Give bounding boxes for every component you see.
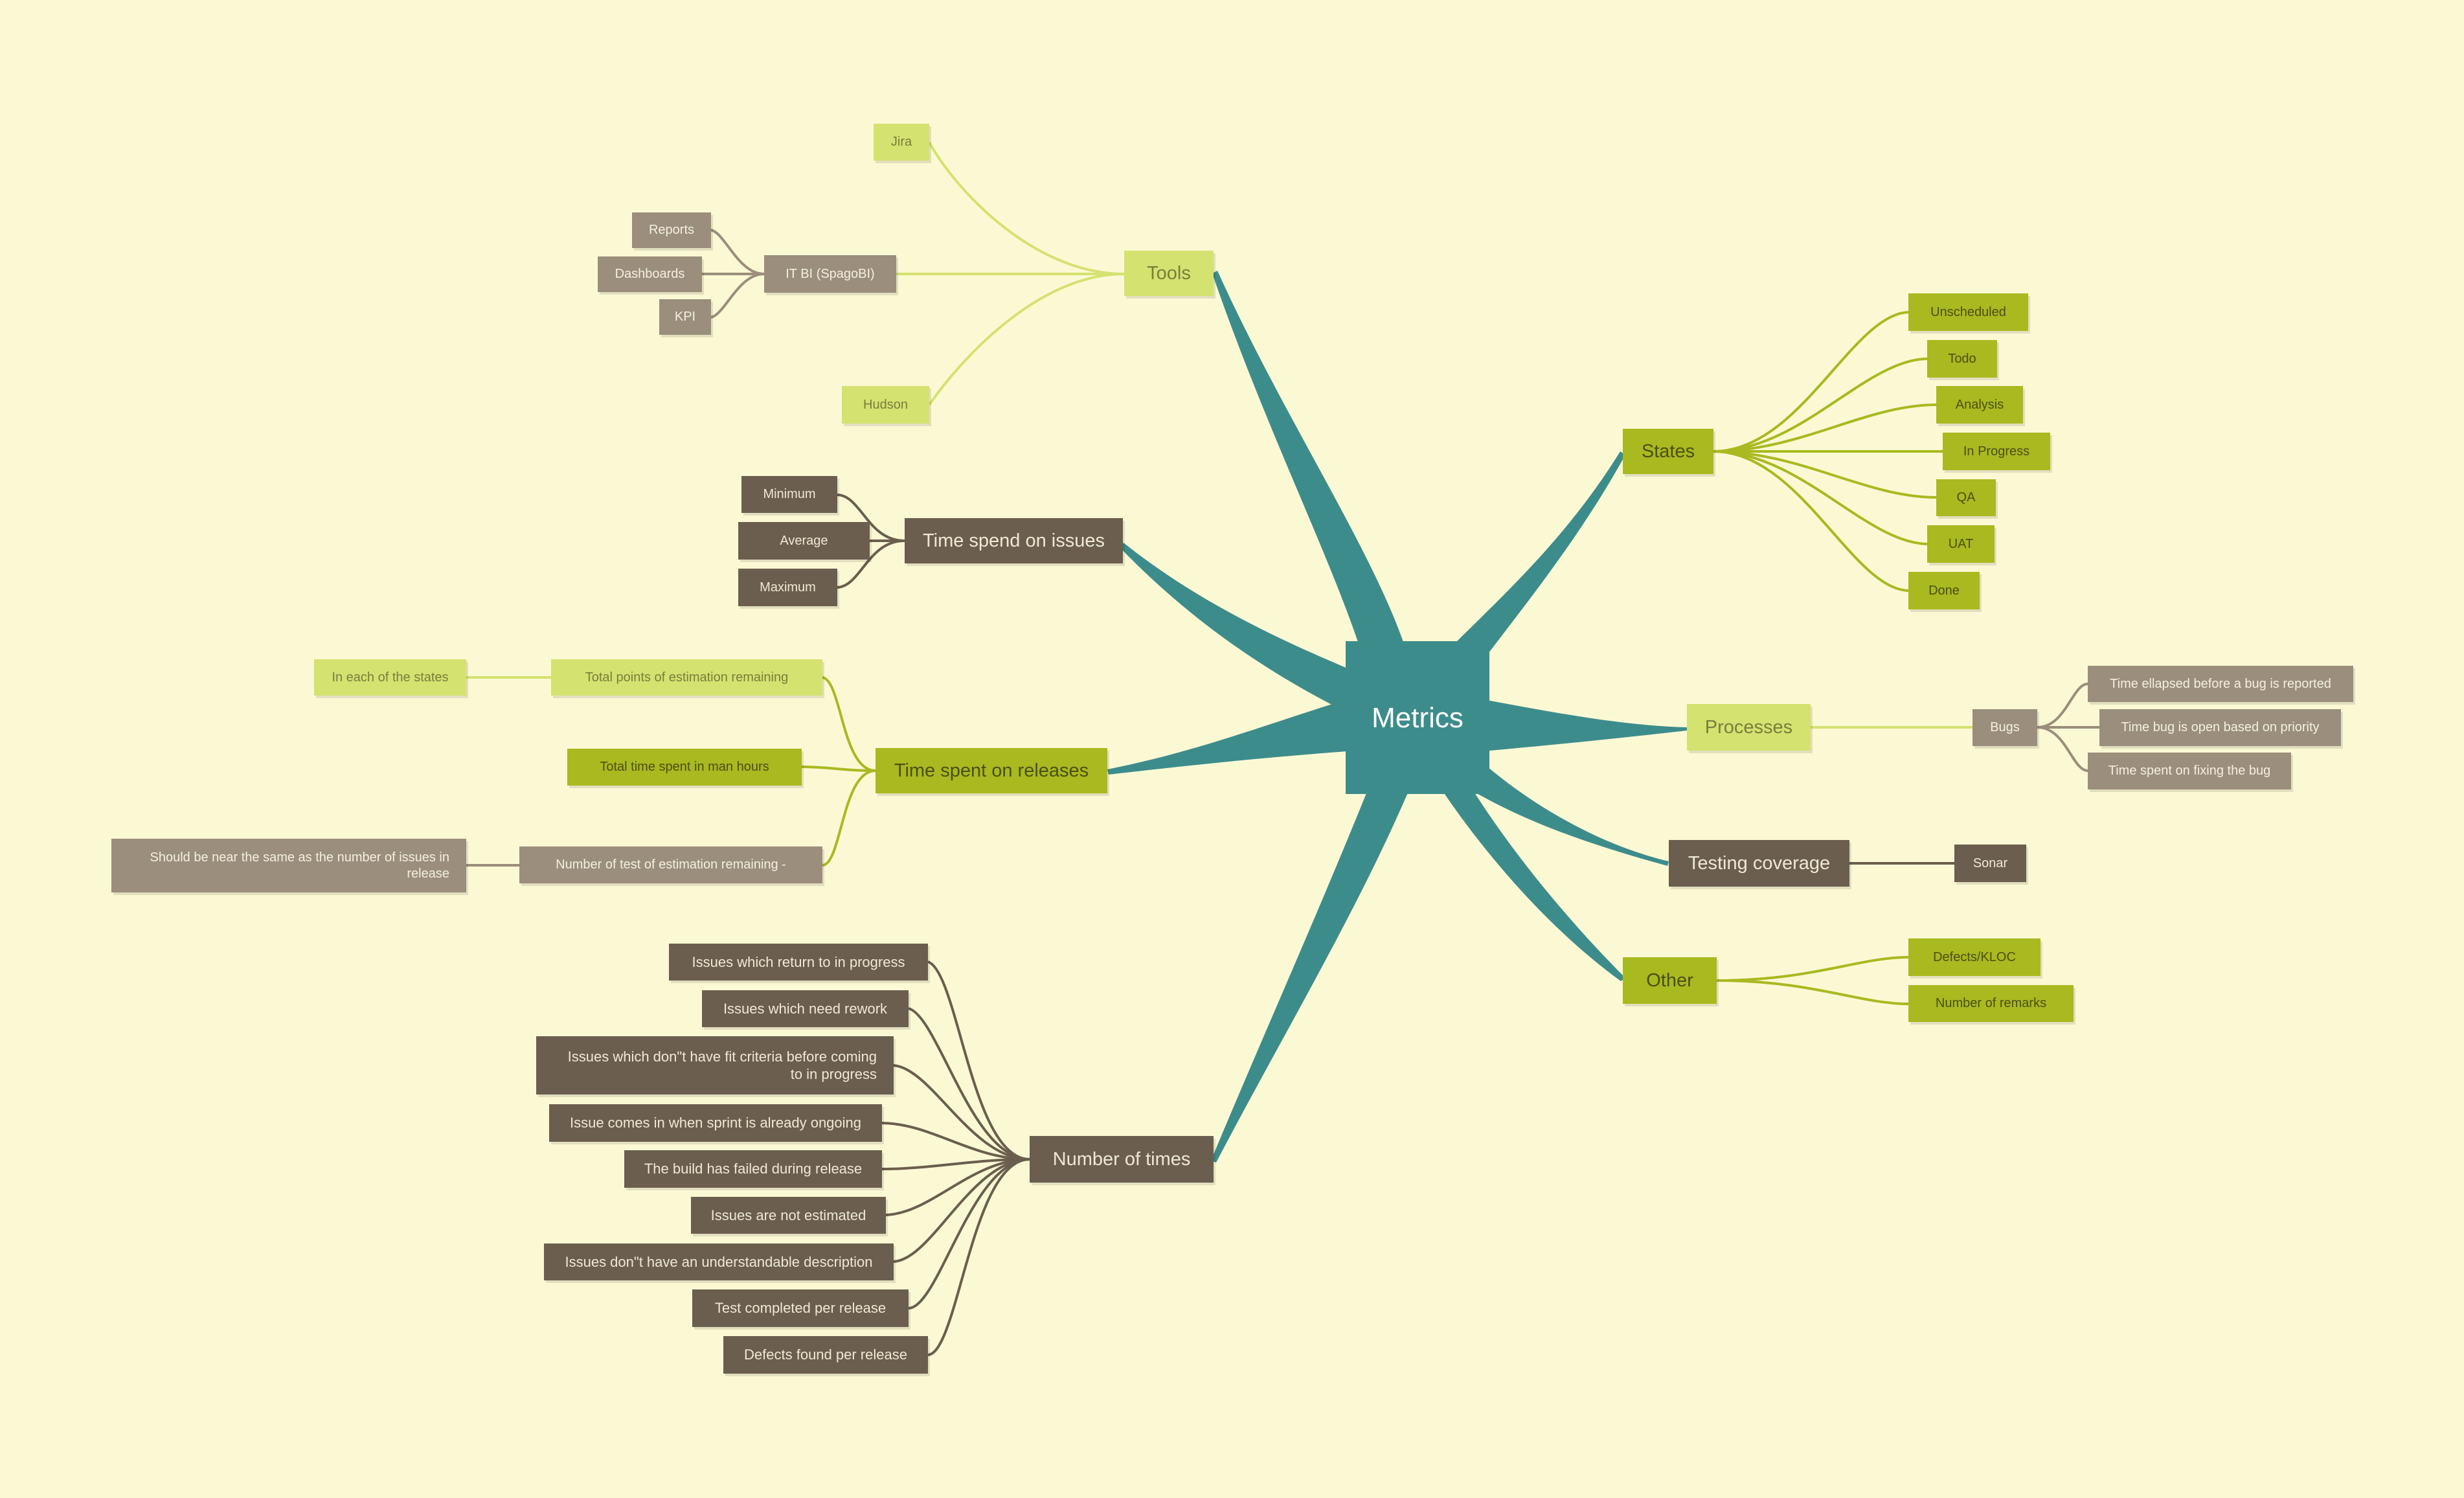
number-of-times-item[interactable]: Defects found per release bbox=[723, 1336, 928, 1374]
branch-states bbox=[1451, 451, 1625, 661]
time-releases-connectors bbox=[801, 676, 876, 867]
time-issues-item-minimum[interactable]: Minimum bbox=[741, 476, 837, 513]
it-bi-item-dashboards[interactable]: Dashboards bbox=[598, 256, 702, 292]
number-of-times-item[interactable]: Test completed per release bbox=[692, 1289, 909, 1327]
tools-connectors bbox=[896, 142, 1125, 406]
testing-item-sonar[interactable]: Sonar bbox=[1954, 845, 2026, 882]
main-branches bbox=[1107, 271, 1687, 1163]
tools-item-it-bi[interactable]: IT BI (SpagoBI) bbox=[764, 255, 896, 293]
number-of-times-item[interactable]: Issue comes in when sprint is already on… bbox=[549, 1104, 882, 1142]
other-connectors bbox=[1716, 956, 1909, 1005]
releases-item-total-time[interactable]: Total time spent in man hours bbox=[567, 749, 802, 786]
releases-note-tests[interactable]: Should be near the same as the number of… bbox=[111, 839, 466, 892]
state-item-in-progress[interactable]: In Progress bbox=[1943, 433, 2050, 470]
topic-processes[interactable]: Processes bbox=[1687, 704, 1811, 751]
tools-item-hudson[interactable]: Hudson bbox=[842, 386, 929, 424]
state-item-analysis[interactable]: Analysis bbox=[1936, 386, 2023, 424]
it-bi-item-kpi[interactable]: KPI bbox=[659, 299, 711, 335]
state-item-uat[interactable]: UAT bbox=[1927, 525, 1995, 563]
number-of-times-item[interactable]: The build has failed during release bbox=[624, 1150, 882, 1188]
central-node-metrics[interactable]: Metrics bbox=[1346, 641, 1489, 794]
branch-other bbox=[1438, 764, 1625, 981]
state-item-done[interactable]: Done bbox=[1908, 572, 1980, 609]
topic-time-spent-on-releases[interactable]: Time spent on releases bbox=[876, 748, 1107, 793]
other-item-defects-kloc[interactable]: Defects/KLOC bbox=[1908, 938, 2040, 976]
tools-item-jira[interactable]: Jira bbox=[874, 124, 929, 161]
states-connectors bbox=[1713, 311, 1943, 592]
number-of-times-item[interactable]: Issues don"t have an understandable desc… bbox=[544, 1243, 894, 1280]
branch-time-issues bbox=[1120, 543, 1360, 712]
releases-item-points-remaining[interactable]: Total points of estimation remaining bbox=[551, 659, 822, 696]
time-issues-item-maximum[interactable]: Maximum bbox=[738, 569, 837, 606]
bugs-item-time-before-reported[interactable]: Time ellapsed before a bug is reported bbox=[2088, 666, 2353, 702]
topic-time-spend-on-issues[interactable]: Time spend on issues bbox=[905, 518, 1123, 563]
topic-testing-coverage[interactable]: Testing coverage bbox=[1669, 840, 1849, 887]
time-issues-connectors bbox=[837, 494, 905, 589]
it-bi-item-reports[interactable]: Reports bbox=[632, 212, 711, 248]
state-item-qa[interactable]: QA bbox=[1936, 479, 1996, 516]
bugs-item-time-fixing[interactable]: Time spent on fixing the bug bbox=[2088, 753, 2291, 789]
processes-item-bugs[interactable]: Bugs bbox=[1972, 709, 2037, 746]
branch-number-of-times bbox=[1211, 777, 1412, 1163]
time-issues-item-average[interactable]: Average bbox=[738, 522, 870, 560]
number-of-times-connectors bbox=[881, 960, 1030, 1356]
state-item-todo[interactable]: Todo bbox=[1927, 340, 1997, 378]
it-bi-connectors bbox=[702, 229, 765, 319]
branch-time-releases bbox=[1107, 699, 1347, 775]
state-item-unscheduled[interactable]: Unscheduled bbox=[1908, 293, 2028, 331]
other-item-number-of-remarks[interactable]: Number of remarks bbox=[1908, 985, 2074, 1022]
number-of-times-item[interactable]: Issues which don"t have fit criteria bef… bbox=[536, 1036, 894, 1095]
releases-note-each-state[interactable]: In each of the states bbox=[314, 659, 466, 696]
topic-states[interactable]: States bbox=[1623, 429, 1713, 474]
branch-tools bbox=[1212, 271, 1405, 648]
bugs-connectors bbox=[2037, 683, 2099, 772]
topic-number-of-times[interactable]: Number of times bbox=[1030, 1136, 1214, 1183]
topic-other[interactable]: Other bbox=[1623, 957, 1717, 1004]
number-of-times-item[interactable]: Issues which need rework bbox=[702, 990, 909, 1027]
releases-item-tests-remaining[interactable]: Number of test of estimation remaining - bbox=[519, 846, 822, 883]
number-of-times-item[interactable]: Issues are not estimated bbox=[691, 1197, 886, 1234]
topic-tools[interactable]: Tools bbox=[1124, 251, 1214, 296]
bugs-item-time-open[interactable]: Time bug is open based on priority bbox=[2099, 709, 2341, 746]
number-of-times-item[interactable]: Issues which return to in progress bbox=[669, 944, 928, 981]
branch-processes bbox=[1483, 699, 1687, 751]
